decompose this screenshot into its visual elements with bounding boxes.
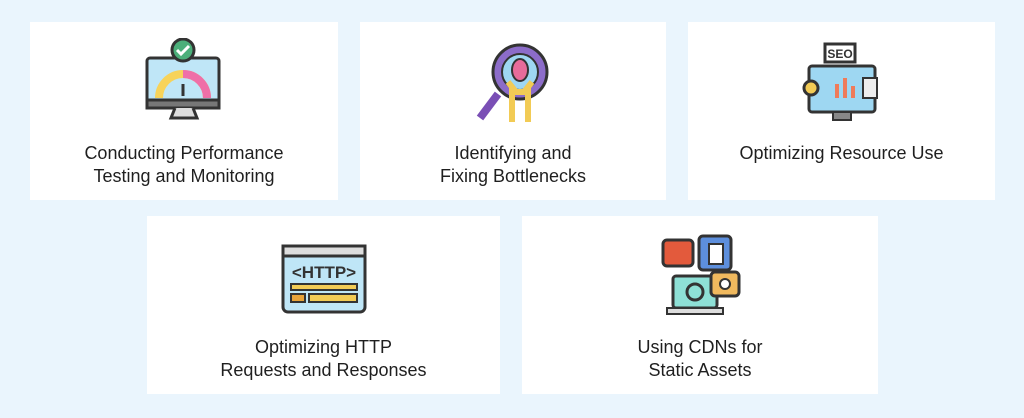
performance-monitor-icon (145, 38, 221, 120)
seo-monitor-icon: SEO (802, 42, 878, 121)
cdn-media-laptop-icon (661, 234, 741, 315)
bug-magnifier-wrench-icon (476, 43, 549, 122)
card-resource-use: SEO Optimizing Resource Use (688, 22, 995, 200)
card-label: Optimizing Resource Use (739, 143, 944, 163)
seo-text: SEO (827, 47, 852, 61)
http-window-icon: <HTTP> (281, 244, 366, 314)
http-text: <HTTP> (291, 263, 355, 282)
